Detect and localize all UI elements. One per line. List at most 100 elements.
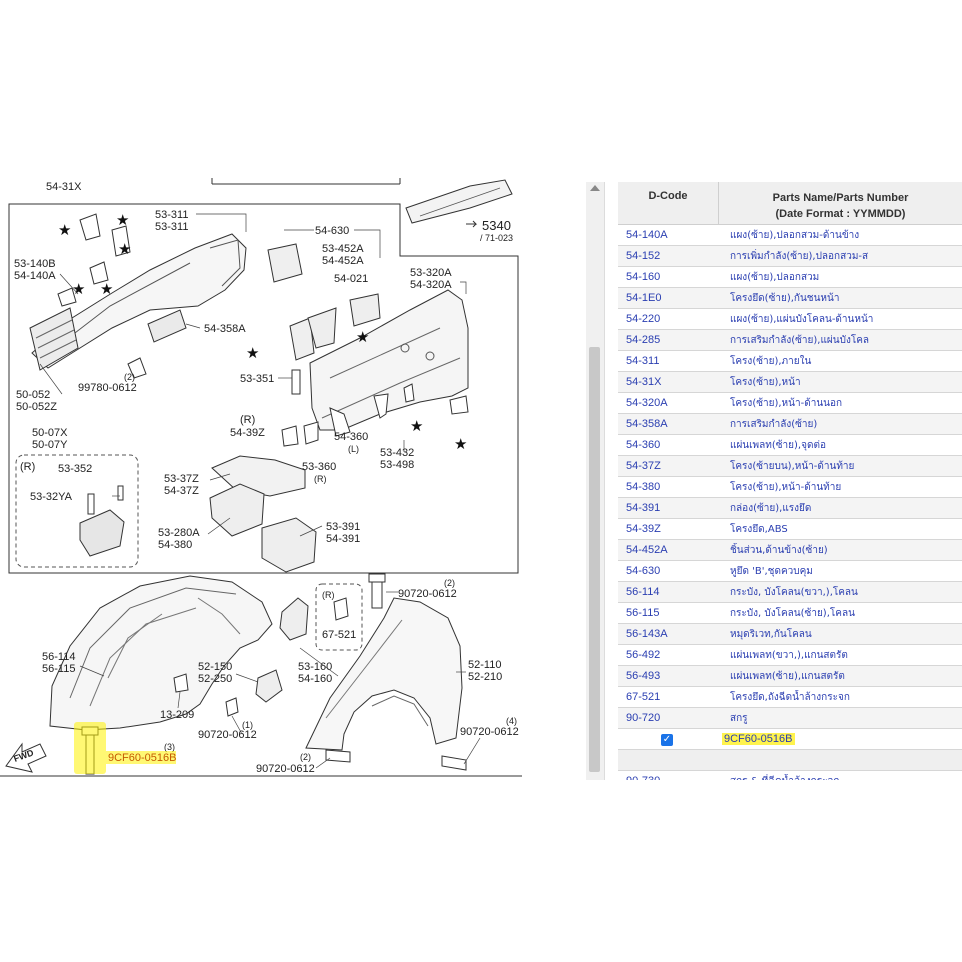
table-row[interactable]: 54-391 กล่อง(ซ้าย),แรงยึด	[618, 498, 962, 519]
parts-name-cell[interactable]: กล่อง(ซ้าย),แรงยึด	[730, 502, 812, 514]
parts-name-cell[interactable]: โครง(ซ้าย),ภายใน	[730, 355, 812, 367]
parts-name-cell[interactable]: กระบัง, บังโคลน(ขวา,),โคลน	[730, 586, 858, 598]
table-row[interactable]: 54-320A โครง(ซ้าย),หน้า-ด้านนอก	[618, 393, 962, 414]
parts-name-cell[interactable]: โครง(ซ้าย),หน้า-ด้านท้าย	[730, 481, 842, 493]
table-row[interactable]: 54-37Z โครง(ซ้ายบน),หน้า-ด้านท้าย	[618, 456, 962, 477]
table-row[interactable]: 56-143A หมุดริเวท,กันโคลน	[618, 624, 962, 645]
parts-name-cell[interactable]: โครง(ซ้ายบน),หน้า-ด้านท้าย	[730, 460, 855, 472]
table-row[interactable]: 54-452A ชิ้นส่วน,ด้านข้าง(ซ้าย)	[618, 540, 962, 561]
parts-name-cell[interactable]: แผง(ซ้าย),ปลอกสวม	[730, 271, 820, 283]
parts-name-cell[interactable]: สกรู	[730, 712, 748, 724]
select-cell[interactable]: ✓	[618, 733, 716, 746]
dcode-cell[interactable]: 54-37Z	[626, 460, 661, 472]
parts-name-cell[interactable]: โครงยึด(ซ้าย),กันชนหน้า	[730, 292, 840, 304]
parts-name-cell[interactable]: การเพิ่มกำลัง(ซ้าย),ปลอกสวม-ส	[730, 250, 869, 262]
dcode-cell[interactable]: 54-152	[626, 250, 661, 262]
parts-name-cell[interactable]: แผ่นเพลท(ซ้าย),แกนสตรัต	[730, 670, 845, 682]
diagram-label: 54-160	[298, 673, 332, 685]
diagram-label: 99780-0612	[78, 382, 137, 394]
parts-name-cell[interactable]: โครง(ซ้าย),หน้า	[730, 376, 801, 388]
dcode-cell[interactable]: 90-720	[626, 712, 661, 724]
diagram-label: 54-140A	[14, 270, 56, 282]
parts-name-cell[interactable]: หูยึด 'B',ชุดควบคุม	[730, 565, 813, 577]
parts-name-cell[interactable]: การเสริมกำลัง(ซ้าย)	[730, 418, 818, 430]
parts-name-cell[interactable]: การเสริมกำลัง(ซ้าย),แผ่นบังโคล	[730, 334, 870, 346]
dcode-cell[interactable]: 56-115	[626, 607, 660, 619]
part-number-cell[interactable]: 9CF60-0516B	[716, 733, 962, 745]
table-row[interactable]: 54-358A การเสริมกำลัง(ซ้าย)	[618, 414, 962, 435]
dcode-cell[interactable]: 54-160	[626, 271, 661, 283]
svg-text:★: ★	[100, 280, 113, 298]
dcode-cell[interactable]: 54-39Z	[626, 523, 661, 535]
scrollbar-thumb[interactable]	[589, 347, 600, 772]
dcode-cell[interactable]: 54-452A	[626, 544, 668, 556]
diagram-label: (R)	[322, 590, 335, 600]
parts-name-cell[interactable]: แผ่นเพลท(ขวา,),แกนสตรัต	[730, 649, 848, 661]
diagram-label: 50-052	[16, 389, 50, 401]
parts-name-cell[interactable]: กระบัง, บังโคลน(ซ้าย),โคลน	[730, 607, 855, 619]
table-row[interactable]: 54-630 หูยึด 'B',ชุดควบคุม	[618, 561, 962, 582]
table-row[interactable]: 54-31X โครง(ซ้าย),หน้า	[618, 372, 962, 393]
parts-name-cell[interactable]: สกรู & ที่ฉีดน้ำล้างกระจก	[724, 774, 962, 781]
table-row[interactable]: 54-160 แผง(ซ้าย),ปลอกสวม	[618, 267, 962, 288]
table-row[interactable]: 54-285 การเสริมกำลัง(ซ้าย),แผ่นบังโคล	[618, 330, 962, 351]
dcode-cell[interactable]: 54-630	[626, 565, 661, 577]
dcode-cell[interactable]: 54-358A	[626, 418, 668, 430]
table-row[interactable]: 90-730สกรู & ที่ฉีดน้ำล้างกระจก	[618, 771, 962, 780]
dcode-cell[interactable]: 56-143A	[626, 628, 668, 640]
dcode-cell[interactable]: 54-391	[626, 502, 661, 514]
dcode-cell[interactable]: 54-320A	[626, 397, 668, 409]
dcode-cell[interactable]: 56-114	[626, 586, 660, 598]
column-header-parts-name[interactable]: Parts Name/Parts Number (Date Format : Y…	[719, 182, 962, 224]
column-header-dcode[interactable]: D-Code	[618, 182, 719, 224]
diagram-label: 52-250	[198, 673, 232, 685]
table-row[interactable]: 54-220 แผง(ซ้าย),แผ่นบังโคลน-ด้านหน้า	[618, 309, 962, 330]
dcode-cell[interactable]: 54-1E0	[626, 292, 662, 304]
scroll-up-arrow-icon[interactable]	[590, 185, 600, 191]
table-row[interactable]: 56-114 กระบัง, บังโคลน(ขวา,),โคลน	[618, 582, 962, 603]
table-row[interactable]: 54-1E0 โครงยึด(ซ้าย),กันชนหน้า	[618, 288, 962, 309]
dcode-cell[interactable]: 56-492	[626, 649, 661, 661]
table-row[interactable]: 67-521 โครงยึด,ถังฉีดน้ำล้างกระจก	[618, 687, 962, 708]
parts-name-cell[interactable]: โครง(ซ้าย),หน้า-ด้านนอก	[730, 397, 843, 409]
parts-name-cell[interactable]: ชิ้นส่วน,ด้านข้าง(ซ้าย)	[730, 544, 828, 556]
diagram-label: 53-311	[155, 209, 188, 221]
table-row[interactable]: 56-493 แผ่นเพลท(ซ้าย),แกนสตรัต	[618, 666, 962, 687]
table-row[interactable]: 90-720 สกรู	[618, 708, 962, 729]
dcode-cell[interactable]: 90-730	[618, 775, 724, 780]
checkbox-checked-icon[interactable]: ✓	[661, 733, 673, 746]
diagram-label: (3)	[164, 742, 175, 752]
dcode-cell[interactable]: 54-220	[626, 313, 661, 325]
table-row[interactable]: 56-492 แผ่นเพลท(ขวา,),แกนสตรัต	[618, 645, 962, 666]
diagram-label: 53-140B	[14, 258, 56, 270]
parts-table: D-Code Parts Name/Parts Number (Date For…	[618, 182, 962, 780]
table-row[interactable]: 54-360 แผ่นเพลท(ซ้าย),จุดต่อ	[618, 435, 962, 456]
table-row[interactable]: 56-115 กระบัง, บังโคลน(ซ้าย),โคลน	[618, 603, 962, 624]
dcode-cell[interactable]: 54-380	[626, 481, 661, 493]
parts-name-cell[interactable]: โครงยึด,ABS	[730, 523, 788, 535]
dcode-cell[interactable]: 54-140A	[626, 229, 668, 241]
parts-name-cell[interactable]: แผ่นเพลท(ซ้าย),จุดต่อ	[730, 439, 826, 451]
dcode-cell[interactable]: 54-360	[626, 439, 661, 451]
selected-part-row[interactable]: ✓ 9CF60-0516B	[618, 729, 962, 750]
table-row[interactable]: 54-380 โครง(ซ้าย),หน้า-ด้านท้าย	[618, 477, 962, 498]
column-header-parts-name-label: Parts Name/Parts Number	[772, 192, 909, 204]
table-row[interactable]: 54-311 โครง(ซ้าย),ภายใน	[618, 351, 962, 372]
dcode-cell[interactable]: 56-493	[626, 670, 661, 682]
dcode-cell[interactable]: 67-521	[626, 691, 661, 703]
table-row[interactable]: 54-39Z โครงยึด,ABS	[618, 519, 962, 540]
diagram-label: 67-521	[322, 629, 356, 641]
dcode-cell[interactable]: 54-31X	[626, 376, 662, 388]
table-row[interactable]: 54-152 การเพิ่มกำลัง(ซ้าย),ปลอกสวม-ส	[618, 246, 962, 267]
diagram-label: 54-37Z	[164, 485, 199, 497]
dcode-cell[interactable]: 54-285	[626, 334, 661, 346]
parts-name-cell[interactable]: หมุดริเวท,กันโคลน	[730, 628, 812, 640]
diagram-label: 90720-0612	[460, 726, 519, 738]
parts-name-cell[interactable]: โครงยึด,ถังฉีดน้ำล้างกระจก	[730, 691, 850, 703]
parts-name-cell[interactable]: แผง(ซ้าย),แผ่นบังโคลน-ด้านหน้า	[730, 313, 874, 325]
table-row[interactable]: 54-140A แผง(ซ้าย),ปลอกสวม-ด้านข้าง	[618, 225, 962, 246]
vertical-scrollbar[interactable]	[586, 182, 605, 780]
diagram-label: 53-352	[58, 463, 92, 475]
dcode-cell[interactable]: 54-311	[626, 355, 660, 367]
parts-name-cell[interactable]: แผง(ซ้าย),ปลอกสวม-ด้านข้าง	[730, 229, 860, 241]
